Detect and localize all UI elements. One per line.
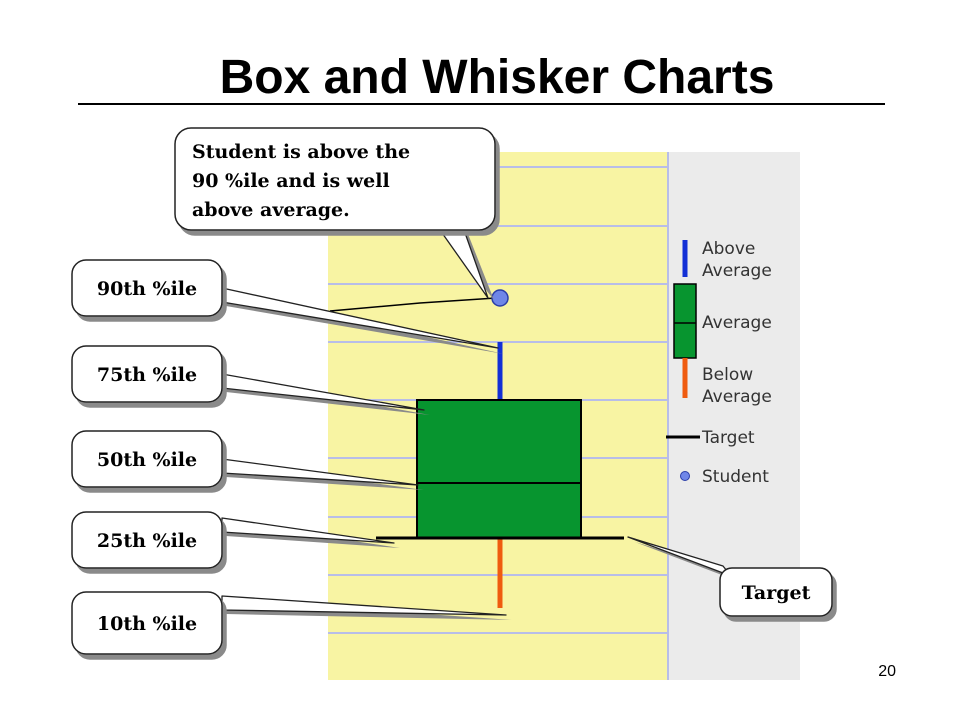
- callout-90th: 90th %ile: [71, 259, 223, 317]
- student-dot: [491, 289, 509, 307]
- legend-below-line1: Below: [702, 365, 753, 385]
- legend-student-dot: [680, 471, 690, 481]
- callout-target: Target: [719, 567, 833, 617]
- callout-10th: 10th %ile: [71, 591, 223, 655]
- legend-below-line2: Average: [702, 387, 772, 407]
- callout-student-line3: above average.: [192, 199, 350, 221]
- page-number: 20: [878, 663, 896, 680]
- callout-pointers: [221, 229, 735, 620]
- callout-student: Student is above the 90 %ile and is well…: [174, 127, 496, 231]
- callout-student-line2: 90 %ile and is well: [192, 170, 390, 192]
- callout-75th: 75th %ile: [71, 345, 223, 403]
- callout-50th: 50th %ile: [71, 430, 223, 488]
- legend-average-label: Average: [702, 313, 772, 333]
- interquartile-box: [416, 399, 582, 539]
- legend-student-label: Student: [702, 467, 769, 487]
- callout-25th-label: 25th %ile: [97, 530, 197, 552]
- callout-target-label: Target: [742, 582, 811, 604]
- legend-above-line2: Average: [702, 261, 772, 281]
- legend-target-label: Target: [701, 428, 755, 448]
- callout-10th-label: 10th %ile: [97, 613, 197, 635]
- callout-student-line1: Student is above the: [192, 141, 410, 163]
- legend-above-line1: Above: [702, 239, 755, 259]
- student-trend-line: [329, 297, 497, 312]
- callout-75th-label: 75th %ile: [97, 364, 197, 386]
- callout-50th-label: 50th %ile: [97, 449, 197, 471]
- slide-title: Box and Whisker Charts: [220, 51, 775, 104]
- legend-box: [673, 283, 697, 359]
- callout-90th-label: 90th %ile: [97, 278, 197, 300]
- callout-25th: 25th %ile: [71, 511, 223, 569]
